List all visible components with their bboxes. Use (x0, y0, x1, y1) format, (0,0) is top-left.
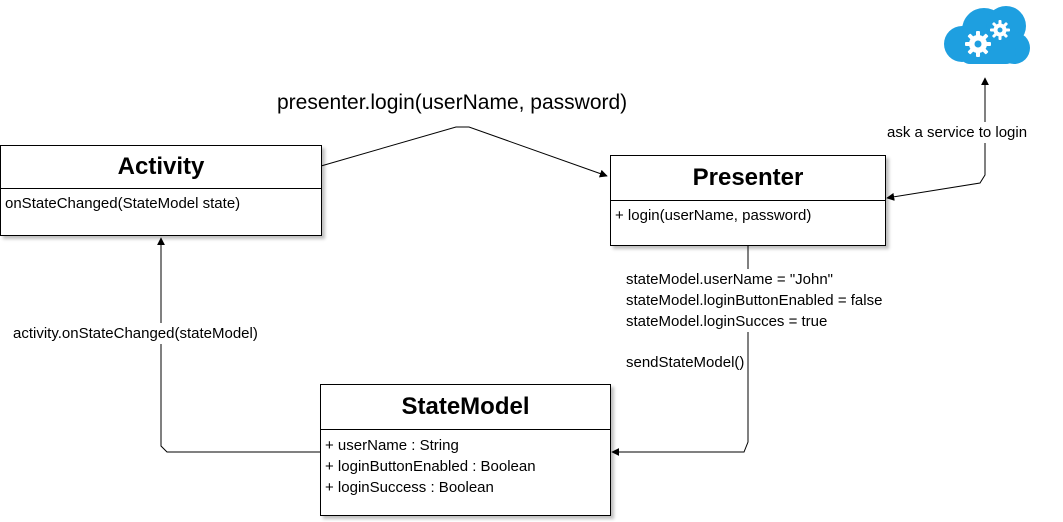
edge-presenter-statemodel (611, 245, 749, 456)
statemodel-fields: + userName : String + loginButtonEnabled… (321, 430, 610, 502)
edge-label-state-line-2: stateModel.loginButtonEnabled = false (625, 290, 884, 311)
edge-label-on-state-changed: activity.onStateChanged(stateModel) (12, 323, 259, 344)
edge-label-ask-service: ask a service to login (886, 122, 1029, 143)
activity-methods: onStateChanged(StateModel state) (1, 189, 321, 218)
edge-statemodel-activity (157, 237, 320, 453)
edge-activity-presenter (320, 126, 608, 178)
presenter-class-title: Presenter (611, 156, 885, 201)
statemodel-class-title: StateModel (321, 385, 610, 430)
edge-label-send-state: sendStateModel() (625, 352, 746, 373)
edge-label-state-line-1: stateModel.userName = "John" (625, 269, 835, 290)
statemodel-field: + loginButtonEnabled : Boolean (325, 458, 536, 475)
cloud-gears-icon (944, 6, 1030, 64)
activity-class-title: Activity (1, 146, 321, 189)
edge-label-login-call: presenter.login(userName, password) (276, 88, 629, 118)
statemodel-field: + userName : String (325, 437, 459, 454)
presenter-class-box: Presenter + login(userName, password) (610, 155, 886, 246)
presenter-methods: + login(userName, password) (611, 201, 885, 230)
statemodel-field: + loginSuccess : Boolean (325, 479, 494, 496)
statemodel-class-box: StateModel + userName : String + loginBu… (320, 384, 611, 516)
edge-label-state-line-3: stateModel.loginSucces = true (625, 311, 829, 332)
activity-method: onStateChanged(StateModel state) (5, 195, 241, 212)
activity-class-box: Activity onStateChanged(StateModel state… (0, 145, 322, 236)
presenter-method: + login(userName, password) (615, 207, 812, 224)
